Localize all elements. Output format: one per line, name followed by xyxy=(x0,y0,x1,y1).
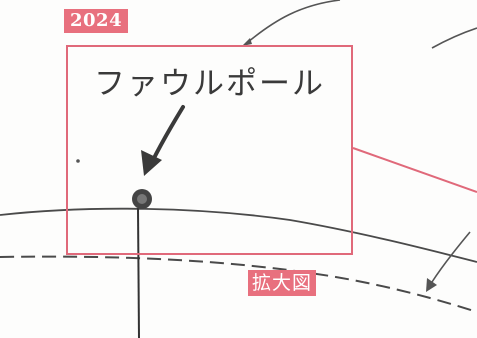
zoom-badge: 拡大図 xyxy=(248,270,317,296)
pole-stem xyxy=(137,207,140,338)
pointer-arrowhead xyxy=(426,278,437,292)
top-arc-arrowhead xyxy=(242,38,252,46)
dashed-curve xyxy=(0,255,477,313)
top-right-arc xyxy=(431,27,477,49)
foul-pole-label: ファウルポール xyxy=(94,66,325,102)
pointer-line xyxy=(431,231,471,283)
zoom-frame xyxy=(66,45,353,255)
year-badge: 2024 xyxy=(64,9,129,33)
callout-arrowhead xyxy=(141,150,162,176)
field-curve xyxy=(0,207,477,263)
top-arc xyxy=(247,0,341,43)
foul-pole-marker-inner xyxy=(137,194,147,204)
small-mark xyxy=(76,159,80,163)
connector-line xyxy=(352,147,477,193)
